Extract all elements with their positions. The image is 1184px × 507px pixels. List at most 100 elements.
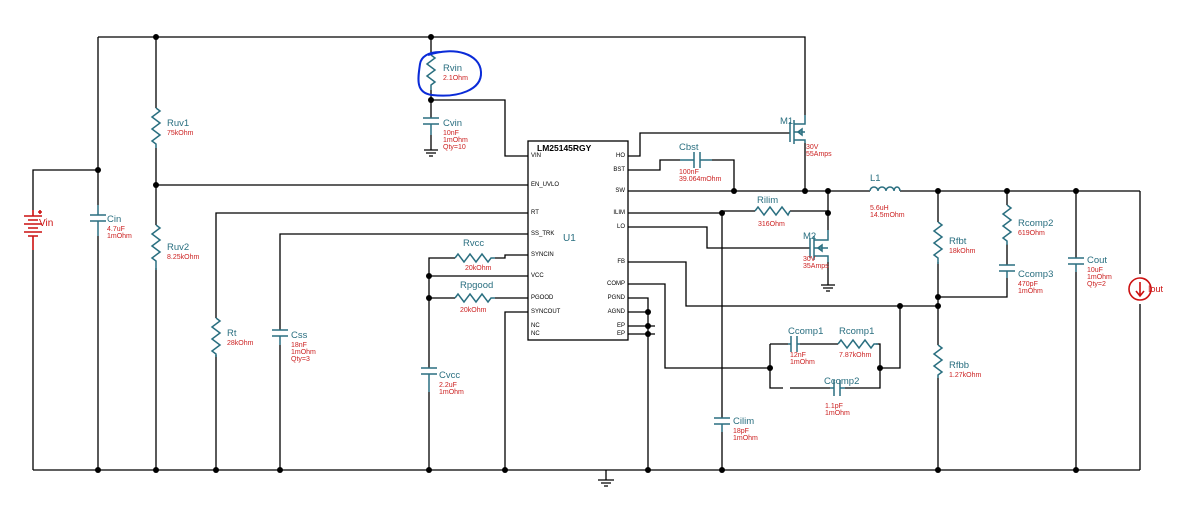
component-value: 30V bbox=[803, 256, 816, 263]
component-value: 14.5mOhm bbox=[870, 212, 905, 219]
component-value: 1mOhm bbox=[825, 410, 850, 417]
capacitor-ccomp1[interactable] bbox=[788, 336, 800, 352]
component-value: 30V bbox=[806, 144, 819, 151]
capacitor-ccomp2[interactable] bbox=[830, 380, 845, 396]
component-value: 75kOhm bbox=[167, 130, 194, 137]
ic-pin-label: HO bbox=[616, 153, 625, 159]
component-value: 1mOhm bbox=[1087, 274, 1112, 281]
component-value: 20kOhm bbox=[460, 307, 487, 314]
ic-pin-label: FB bbox=[617, 259, 625, 265]
capacitor-cout[interactable] bbox=[1068, 257, 1084, 272]
component-value: 619Ohm bbox=[1018, 230, 1045, 237]
component-value: 100nF bbox=[679, 169, 699, 176]
ic-pin-label: SYNCIN bbox=[531, 252, 554, 258]
component-name: Cout bbox=[1087, 255, 1107, 266]
component-name: Rt bbox=[227, 328, 237, 339]
capacitor-css[interactable] bbox=[272, 329, 288, 345]
component-value: 2.2uF bbox=[439, 382, 457, 389]
resistor-ruv1[interactable] bbox=[150, 107, 162, 148]
component-name: Rvin bbox=[443, 63, 462, 74]
resistor-rcomp1[interactable] bbox=[837, 338, 878, 350]
ic-pin-label: EP bbox=[617, 323, 625, 329]
component-labels: Rvin2.1OhmCvin10nF1mOhmQty=10Ruv175kOhmR… bbox=[107, 63, 1112, 442]
iout-label: Iout bbox=[1148, 284, 1164, 294]
resistor-rt[interactable] bbox=[210, 317, 222, 357]
component-name: Ruv1 bbox=[167, 118, 189, 129]
resistor-rilim[interactable] bbox=[754, 205, 791, 217]
component-value: 18pF bbox=[733, 428, 749, 435]
component-value: 1mOhm bbox=[443, 137, 468, 144]
component-value: 1mOhm bbox=[291, 349, 316, 356]
component-name: Cvin bbox=[443, 118, 462, 129]
component-name: Cilim bbox=[733, 416, 754, 427]
component-value: 10uF bbox=[1087, 267, 1103, 274]
component-value: 1.1pF bbox=[825, 403, 843, 410]
resistor-ruv2[interactable] bbox=[150, 224, 162, 270]
capacitor-cbst[interactable] bbox=[680, 152, 712, 168]
ic-lm25145[interactable]: LM25145RGY U1 VINEN_UVLORTSS_TRKSYNCINVC… bbox=[527, 140, 629, 341]
component-value: 20kOhm bbox=[465, 265, 492, 272]
ic-pin-label: RT bbox=[531, 210, 539, 216]
component-value: 1mOhm bbox=[107, 233, 132, 240]
component-name: Ccomp3 bbox=[1018, 269, 1053, 280]
capacitor-cvin[interactable] bbox=[423, 117, 439, 135]
resistor-rpgood[interactable] bbox=[454, 292, 495, 304]
component-value: 18nF bbox=[291, 342, 307, 349]
component-value: 55Amps bbox=[806, 151, 832, 158]
component-value: 316Ohm bbox=[758, 221, 785, 228]
ic-left-pins: VINEN_UVLORTSS_TRKSYNCINVCCPGOODSYNCOUTN… bbox=[531, 153, 561, 337]
ic-pin-label: EN_UVLO bbox=[531, 182, 559, 188]
component-name: Rpgood bbox=[460, 280, 493, 291]
component-value: Qty=3 bbox=[291, 356, 310, 363]
component-name: Rcomp2 bbox=[1018, 218, 1053, 229]
component-value: 1mOhm bbox=[439, 389, 464, 396]
iout-source[interactable]: Iout bbox=[1128, 277, 1164, 301]
capacitor-cilim[interactable] bbox=[714, 417, 730, 432]
ground-icon bbox=[424, 149, 438, 157]
component-name: L1 bbox=[870, 173, 881, 184]
component-value: 470pF bbox=[1018, 281, 1038, 288]
resistor-rfbt[interactable] bbox=[932, 221, 944, 264]
resistor-rcomp2[interactable] bbox=[1001, 204, 1013, 245]
ic-pin-label: EP bbox=[617, 331, 625, 337]
mosfet-m2[interactable] bbox=[809, 230, 829, 262]
component-value: 12nF bbox=[790, 352, 806, 359]
inductor-l1[interactable] bbox=[869, 186, 901, 192]
component-value: 39.064mOhm bbox=[679, 176, 722, 183]
ic-pin-label: PGOOD bbox=[531, 295, 554, 301]
component-value: 35Amps bbox=[803, 263, 829, 270]
ground-icon bbox=[598, 479, 614, 487]
ic-pin-label: BST bbox=[613, 167, 625, 173]
ic-pin-label: PGND bbox=[608, 295, 626, 301]
capacitor-cvcc[interactable] bbox=[421, 367, 437, 392]
component-value: Qty=2 bbox=[1087, 281, 1106, 288]
component-name: Rfbt bbox=[949, 236, 967, 247]
annotation-highlight-circle bbox=[417, 50, 483, 97]
ic-pin-label: LO bbox=[617, 224, 625, 230]
capacitor-ccomp3[interactable] bbox=[999, 264, 1015, 278]
mosfet-m1[interactable] bbox=[789, 115, 806, 144]
ic-pin-label: AGND bbox=[608, 309, 626, 315]
component-name: Ccomp1 bbox=[788, 326, 823, 337]
ic-pin-label: VIN bbox=[531, 153, 541, 159]
component-name: Rcomp1 bbox=[839, 326, 874, 337]
ic-pin-label: NC bbox=[531, 331, 540, 337]
vin-source[interactable]: Vin bbox=[24, 210, 53, 250]
resistor-rvin[interactable] bbox=[425, 54, 437, 90]
junction-dots bbox=[95, 34, 1079, 473]
resistor-rfbb[interactable] bbox=[932, 344, 944, 378]
component-name: M2 bbox=[803, 231, 816, 242]
ic-pin-label: VCC bbox=[531, 273, 544, 279]
component-name: Cbst bbox=[679, 142, 699, 153]
component-value: 18kOhm bbox=[949, 248, 976, 255]
resistor-rvcc[interactable] bbox=[454, 252, 495, 264]
component-value: 28kOhm bbox=[227, 340, 254, 347]
ic-ref-label: U1 bbox=[563, 233, 576, 244]
vin-label: Vin bbox=[39, 218, 53, 229]
component-value: Qty=10 bbox=[443, 144, 466, 151]
component-value: 1mOhm bbox=[1018, 288, 1043, 295]
component-value: 1mOhm bbox=[790, 359, 815, 366]
capacitor-cin[interactable] bbox=[90, 205, 106, 236]
component-value: 1.27kOhm bbox=[949, 372, 981, 379]
